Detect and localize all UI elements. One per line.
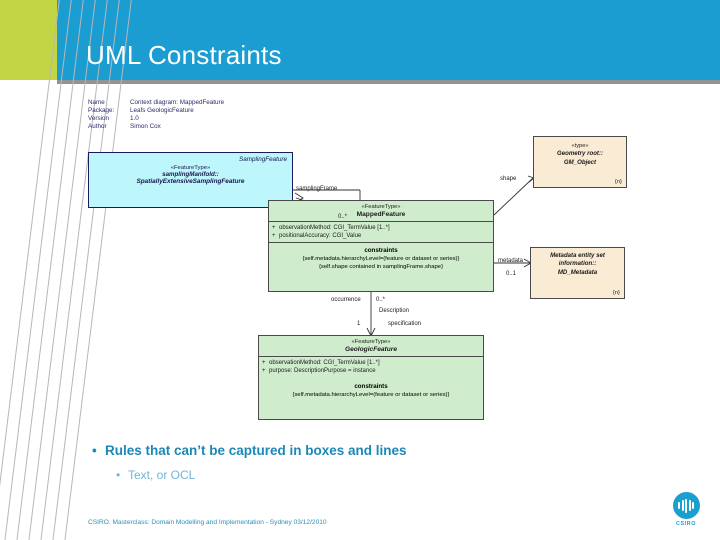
page-title: UML Constraints [86,40,282,70]
diagram-header-row: Author Simon Cox [88,123,224,131]
diagram-header-value: Leafs GeologicFeature [130,107,194,115]
attribute-text: observationMethod: CGI_TermValue [1..*] [279,225,390,231]
md-metadata-note: {n} [612,290,620,296]
footer-text: CSIRO. Masterclass: Domain Modelling and… [88,519,327,526]
csiro-logo-text: CSIRO [675,521,697,527]
association-multiplicity-sampling-frame: 0..* [338,214,348,220]
association-label-sampling-frame: samplingFrame [296,186,338,192]
md-metadata-name: MD_Metadata [557,268,598,276]
bullet-level2-text: Text, or OCL [128,468,196,482]
bullet-level1: • Rules that can’t be captured in boxes a… [92,443,407,458]
attribute-text: positionalAccuracy: CGI_Value [279,233,362,239]
csiro-logo-circle-icon [672,492,700,519]
md-metadata-package-line1: Metadata entity set [550,252,605,259]
association-multiplicity-occurrence: 0..* [376,297,386,303]
header-grey-rule [57,80,720,84]
attribute-text: purpose: DescriptionPurpose = instance [269,368,376,374]
diagram-header-value: 1.0 [130,115,139,123]
md-metadata-package-line2: information:: [558,260,597,268]
diagram-header-key: Version [88,115,110,123]
bullet-dot-icon: • [92,443,97,458]
association-label-description: Description [379,308,410,314]
diagram-header-row: Package: Leafs GeologicFeature [88,107,224,115]
mapped-feature-constraint: {self.metadata.hierarchyLevel=(feature o… [302,256,460,262]
gm-object-note: {n} [614,179,622,185]
mapped-feature-constraint: {self.shape contained in samplingFrame.s… [318,264,444,270]
mapped-feature-constraints-title: constraints [364,247,398,254]
attribute-visibility: + [272,233,276,239]
mapped-feature-attribute: +positionalAccuracy: CGI_Value [272,232,490,240]
geologic-feature-attribute: +observationMethod: CGI_TermValue [1..*] [262,359,480,367]
uml-class-gm-object[interactable]: «type» Geometry root:: GM_Object {n} [533,136,627,188]
csiro-logo-bars-icon [678,498,694,513]
mapped-feature-attribute: +observationMethod: CGI_TermValue [1..*] [272,224,490,232]
uml-class-geologic-feature[interactable]: «FeatureType» GeologicFeature +observati… [258,335,484,420]
csiro-logo: CSIRO [668,492,704,534]
sampling-feature-header: SamplingFeature [239,156,287,163]
association-multiplicity-metadata: 0..1 [506,271,517,277]
attribute-visibility: + [262,360,266,366]
diagram-header-row: Version 1.0 [88,115,224,123]
bullet-dot-icon: • [116,468,121,482]
diagram-header: Name Context diagram: MappedFeature Pack… [88,99,224,131]
diagram-header-key: Package: [88,107,115,115]
geologic-feature-attribute: +purpose: DescriptionPurpose = instance [262,367,480,375]
association-label-occurrence: occurrence [331,297,361,303]
mapped-feature-name: MappedFeature [356,211,406,218]
diagram-header-key: Name [88,99,105,106]
left-white-margin [0,80,57,540]
mapped-feature-stereotype: «FeatureType» [361,204,401,210]
uml-class-mapped-feature[interactable]: «FeatureType» MappedFeature +observation… [268,200,494,292]
attribute-visibility: + [272,225,276,231]
attribute-visibility: + [262,368,266,374]
sampling-feature-type: SpatiallyExtensiveSamplingFeature [136,178,245,185]
uml-class-md-metadata[interactable]: Metadata entity set information:: MD_Met… [530,247,625,299]
header-blue-band [57,0,720,80]
association-label-metadata: metadata [498,258,524,264]
attribute-text: observationMethod: CGI_TermValue [1..*] [269,360,380,366]
association-label-shape: shape [500,176,517,182]
gm-object-stereotype: «type» [571,143,589,149]
sampling-feature-stereotype: «FeatureType» [170,165,211,171]
geologic-feature-constraint: {self.metadata.hierarchyLevel=(feature o… [292,392,450,398]
uml-class-sampling-feature[interactable]: SamplingFeature «FeatureType» samplingMa… [88,152,293,208]
sampling-feature-role: samplingManifold:: [162,171,219,178]
diagram-header-value: Context diagram: MappedFeature [130,99,225,106]
geologic-feature-name: GeologicFeature [344,346,398,353]
gm-object-name: GM_Object [563,158,597,166]
bullet-level1-text: Rules that can’t be captured in boxes an… [105,443,407,458]
diagram-header-value: Simon Cox [130,123,161,131]
diagram-header-key: Author [88,123,107,131]
gm-object-package: Geometry root:: [556,150,604,158]
association-multiplicity-specification: 1 [357,321,361,327]
association-label-specification: specification [388,321,422,327]
diagram-header-row: Name Context diagram: MappedFeature [88,99,224,107]
bullet-level2: • Text, or OCL [116,468,195,482]
geologic-feature-stereotype: «FeatureType» [351,339,391,345]
geologic-feature-constraints-title: constraints [354,383,388,390]
